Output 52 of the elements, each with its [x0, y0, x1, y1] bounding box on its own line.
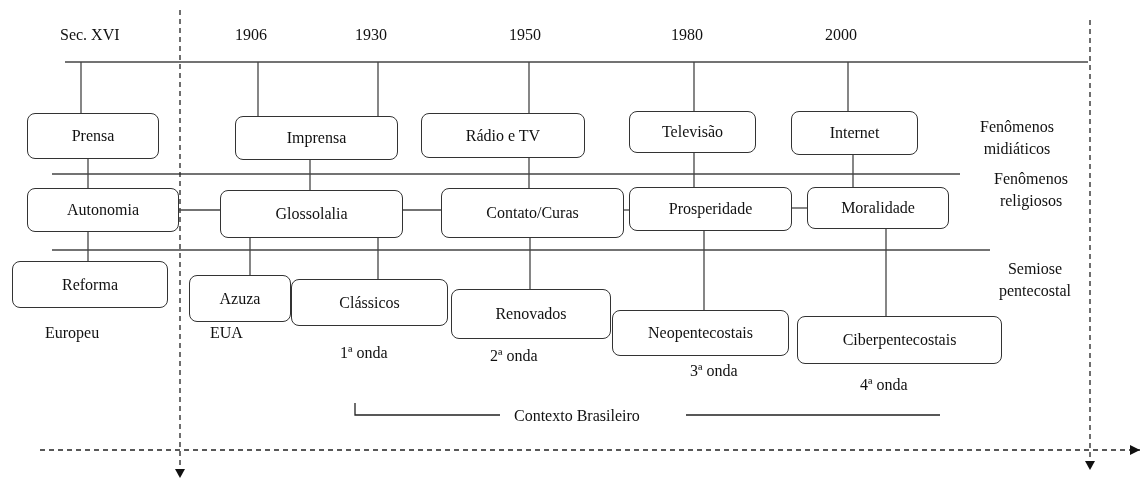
connector-line: [309, 159, 311, 191]
rounded-box: Prensa: [27, 113, 159, 159]
year-label: Sec. XVI: [60, 25, 120, 45]
row-label: Fenômenos religiosos: [993, 169, 1069, 212]
caption-label: 2ª onda: [490, 346, 538, 366]
row-label: Semiose pentecostal: [998, 259, 1072, 302]
rounded-box: Ciberpentecostais: [797, 316, 1002, 364]
connector-line: [885, 228, 887, 317]
caption-label: EUA: [210, 323, 243, 343]
year-label: 1906: [235, 25, 267, 45]
rounded-box: Televisão: [629, 111, 756, 153]
rounded-box: Reforma: [12, 261, 168, 308]
rounded-box: Rádio e TV: [421, 113, 585, 158]
rounded-box: Contato/Curas: [441, 188, 624, 238]
connector-line: [377, 61, 379, 117]
caption-label: 3ª onda: [690, 361, 738, 381]
rounded-box: Glossolalia: [220, 190, 403, 238]
year-label: 1950: [509, 25, 541, 45]
caption-label: Europeu: [45, 323, 100, 344]
year-label: 1930: [355, 25, 387, 45]
connector-line: [852, 154, 854, 188]
row-label: Fenômenos midiáticos: [979, 117, 1055, 159]
connector-line: [178, 209, 221, 211]
connector-line: [80, 61, 82, 114]
connector-line: [87, 158, 89, 189]
year-label: 2000: [825, 25, 857, 45]
caption-label: 1ª onda: [340, 343, 388, 363]
rounded-box: Azuza: [189, 275, 291, 322]
rounded-box: Prosperidade: [629, 187, 792, 231]
connector-line: [402, 209, 442, 211]
rounded-box: Clássicos: [291, 279, 448, 326]
connector-line: [623, 209, 630, 211]
caption-label: 4ª onda: [860, 375, 908, 395]
connector-line: [87, 231, 89, 262]
connector-line: [249, 237, 251, 276]
year-label: 1980: [671, 25, 703, 45]
connector-line: [528, 157, 530, 189]
rounded-box: Imprensa: [235, 116, 398, 160]
connector-line: [377, 237, 379, 280]
connector-line: [528, 61, 530, 114]
rounded-box: Internet: [791, 111, 918, 155]
connector-line: [529, 237, 531, 290]
rounded-box: Neopentecostais: [612, 310, 789, 356]
connector-line: [257, 61, 259, 117]
rounded-box: Moralidade: [807, 187, 949, 229]
connector-line: [847, 61, 849, 112]
connector-line: [791, 207, 808, 209]
connector-line: [693, 152, 695, 188]
rounded-box: Autonomia: [27, 188, 179, 232]
connector-line: [693, 61, 695, 112]
rounded-box: Renovados: [451, 289, 611, 339]
connector-line: [703, 230, 705, 311]
